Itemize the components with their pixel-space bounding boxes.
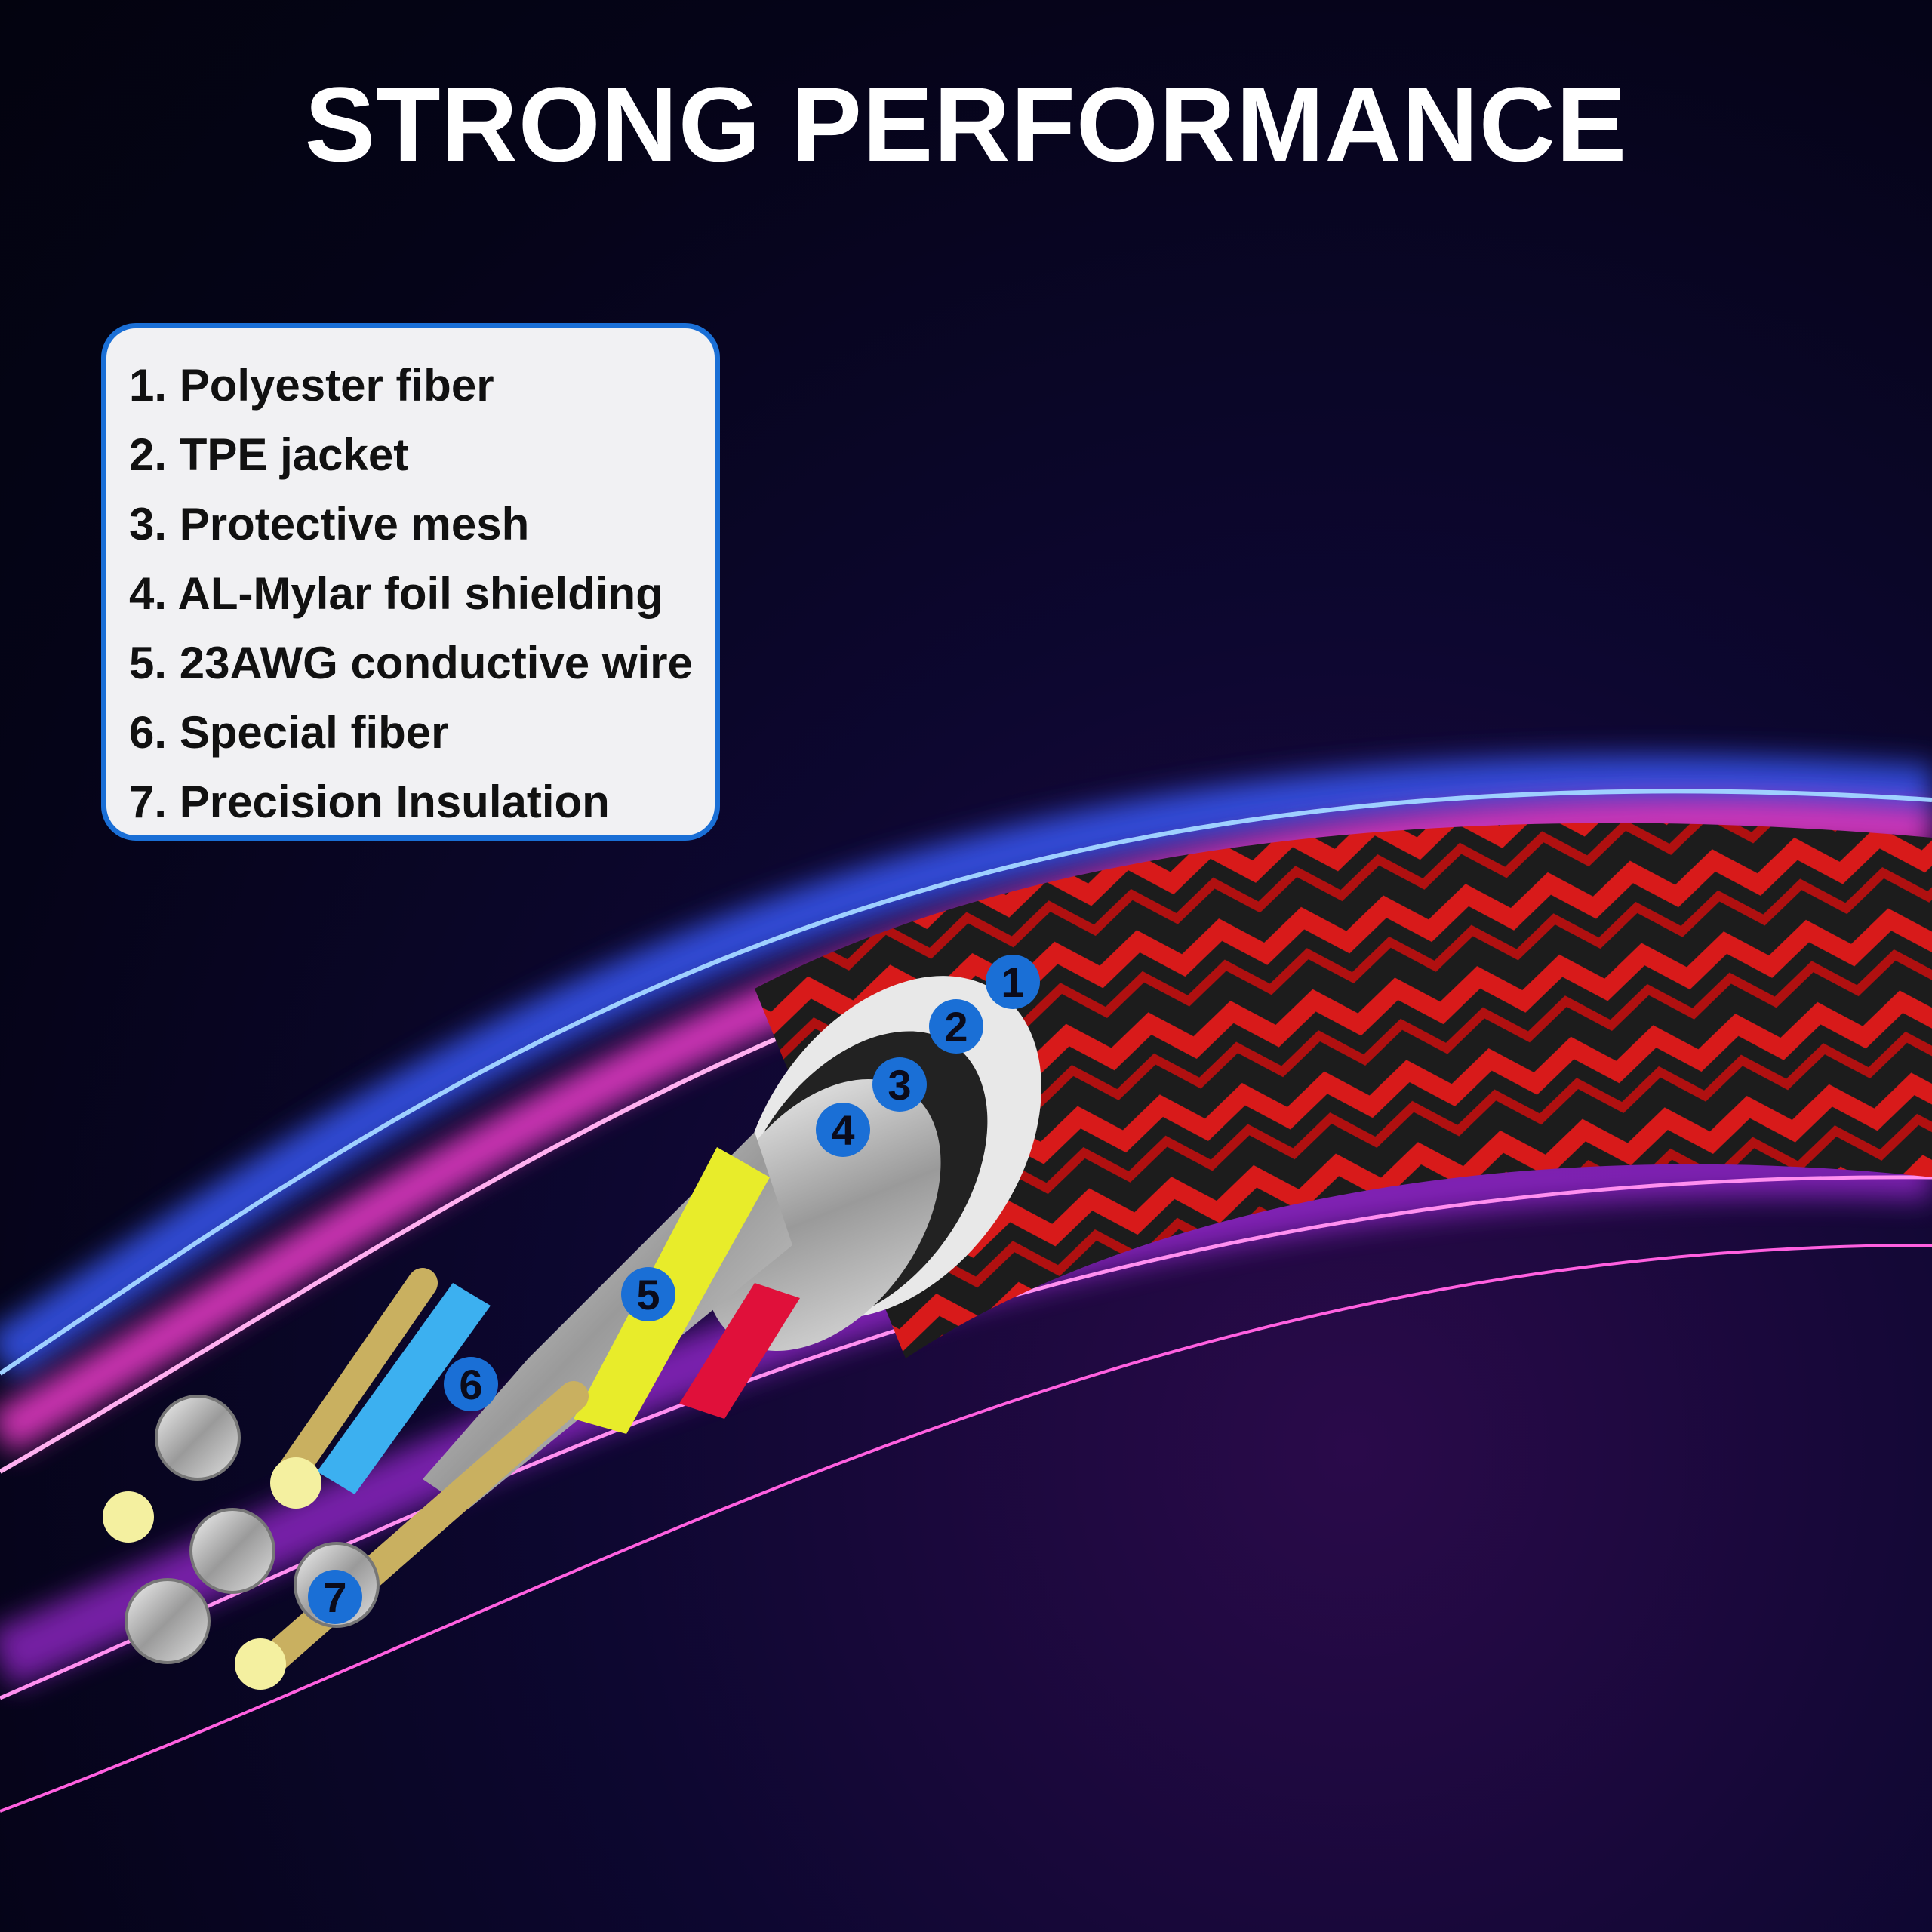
marker-2: 2 [929, 999, 983, 1054]
legend-item: 4. AL-Mylar foil shielding [129, 568, 663, 619]
marker-3: 3 [872, 1057, 927, 1112]
marker-1: 1 [986, 955, 1040, 1009]
svg-text:2: 2 [944, 1003, 968, 1051]
legend-item: 3. Protective mesh [129, 499, 530, 549]
page-title: STRONG PERFORMANCE [304, 65, 1628, 183]
svg-text:6: 6 [459, 1361, 482, 1408]
marker-6: 6 [444, 1357, 498, 1411]
cable [103, 823, 1932, 1690]
marker-5: 5 [621, 1267, 675, 1321]
svg-text:5: 5 [636, 1271, 660, 1318]
svg-text:4: 4 [831, 1106, 854, 1154]
legend-item: 5. 23AWG conductive wire [129, 638, 693, 688]
svg-text:7: 7 [323, 1574, 346, 1621]
layer-markers: 1 2 3 4 5 6 7 [308, 955, 1040, 1624]
layer-legend: 1. Polyester fiber 2. TPE jacket 3. Prot… [101, 323, 720, 841]
legend-item: 2. TPE jacket [129, 429, 409, 480]
legend-item: 7. Precision Insulation [129, 777, 610, 827]
marker-7: 7 [308, 1570, 362, 1624]
svg-text:1: 1 [1001, 958, 1024, 1006]
svg-text:3: 3 [888, 1061, 911, 1109]
legend-item: 6. Special fiber [129, 707, 449, 758]
legend-item: 1. Polyester fiber [129, 360, 494, 411]
marker-4: 4 [816, 1103, 870, 1157]
